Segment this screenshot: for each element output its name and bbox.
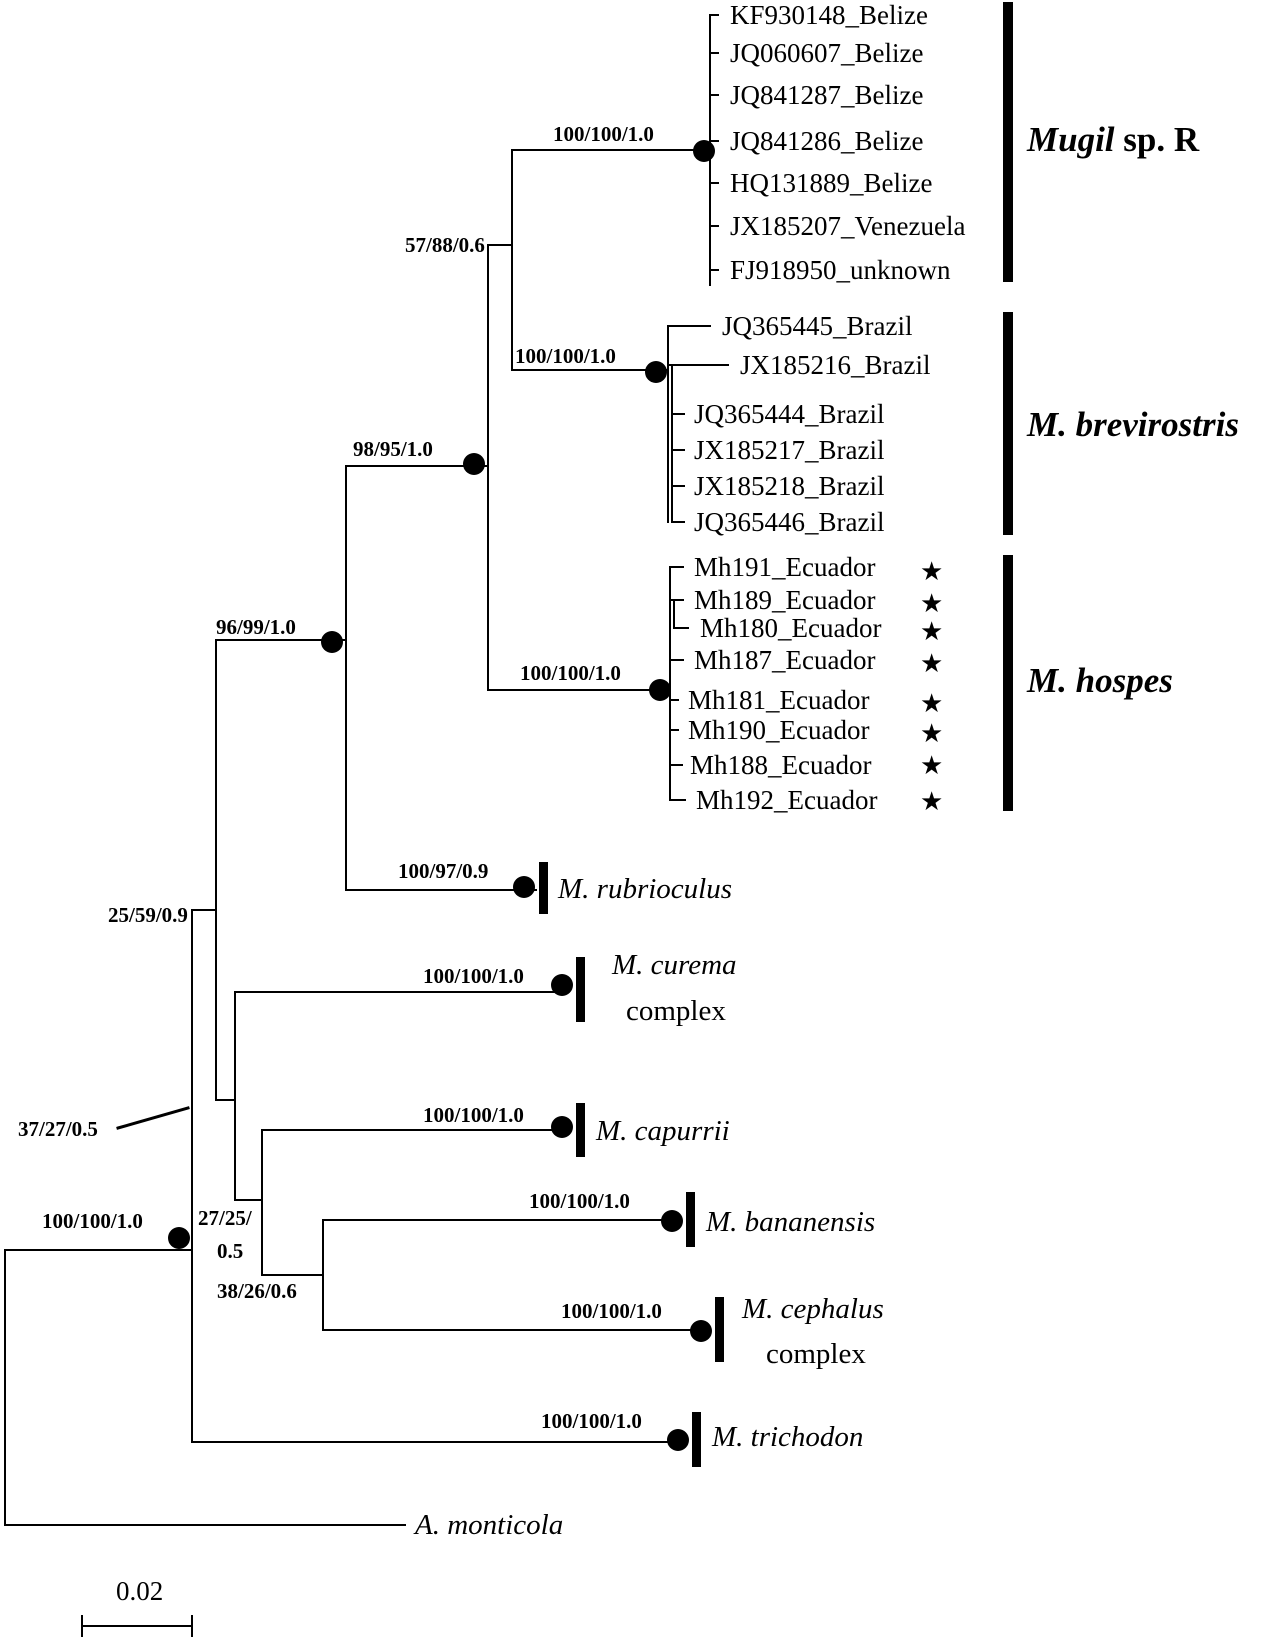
node-dots (168, 140, 715, 1451)
clade-bar-trichodon (692, 1412, 701, 1467)
support-label: 96/99/1.0 (216, 615, 296, 639)
tip-label: JX185217_Brazil (694, 435, 884, 465)
tip-label: JQ365444_Brazil (694, 399, 884, 429)
star-markers: ★ ★ ★ ★ ★ ★ ★ ★ (920, 557, 943, 817)
clade-label-curema-complex: complex (626, 995, 726, 1027)
support-label: 100/100/1.0 (423, 964, 524, 988)
support-label: 37/27/0.5 (18, 1117, 98, 1141)
clade-label-hospes: M. hospes (1026, 661, 1173, 700)
node-dot-rubrioculus (513, 876, 535, 898)
clade-label-sp-r: Mugil sp. R (1026, 120, 1200, 159)
tip-label: JX185207_Venezuela (730, 211, 965, 241)
support-label: 100/100/1.0 (553, 122, 654, 146)
clade-bar-rubrioculus (539, 862, 548, 914)
support-leader-line (116, 1106, 190, 1130)
support-label: 100/100/1.0 (423, 1103, 524, 1127)
clade-label-cephalus-complex: complex (766, 1338, 866, 1370)
tips-hospes: Mh191_Ecuador Mh189_Ecuador Mh180_Ecuado… (688, 552, 881, 815)
clade-bar-capurrii (576, 1103, 585, 1157)
support-label: 27/25/ (198, 1206, 253, 1230)
support-label: 98/95/1.0 (353, 437, 433, 461)
node-dot-with-rubrioculus (321, 631, 343, 653)
tree-branches (4, 14, 729, 1637)
tip-label: HQ131889_Belize (730, 168, 932, 198)
support-label: 100/100/1.0 (541, 1409, 642, 1433)
node-dot-curema (551, 974, 573, 996)
tips-sp-r: KF930148_Belize JQ060607_Belize JQ841287… (730, 0, 965, 285)
support-values: 100/100/1.0 57/88/0.6 100/100/1.0 98/95/… (18, 122, 662, 1433)
tip-label: Mh181_Ecuador (688, 685, 869, 715)
tip-label: JQ060607_Belize (730, 38, 923, 68)
star-icon: ★ (920, 787, 943, 817)
tip-label: Mh189_Ecuador (694, 585, 875, 615)
tip-label: JQ841287_Belize (730, 80, 923, 110)
tip-label: Mh191_Ecuador (694, 552, 875, 582)
node-dot-capurrii (551, 1116, 573, 1138)
tip-label: Mh180_Ecuador (700, 613, 881, 643)
clade-bars (539, 2, 1013, 1467)
clade-bar-curema (576, 957, 585, 1022)
scale-bar-label: 0.02 (116, 1576, 163, 1606)
support-label: 57/88/0.6 (405, 233, 485, 257)
clade-label-capurrii: M. capurrii (595, 1115, 730, 1147)
tip-label-outgroup: A. monticola (413, 1509, 563, 1541)
clade-bar-sp-r (1003, 2, 1013, 282)
tip-label: Mh192_Ecuador (696, 785, 877, 815)
clade-bar-hospes (1003, 555, 1013, 811)
node-dot-brevirostris (645, 361, 667, 383)
clade-bar-cephalus (715, 1297, 724, 1362)
clade-label-cephalus: M. cephalus (741, 1293, 884, 1325)
support-label: 100/97/0.9 (398, 859, 488, 883)
tip-label: JX185218_Brazil (694, 471, 884, 501)
support-label: 100/100/1.0 (561, 1299, 662, 1323)
star-icon: ★ (920, 719, 943, 749)
star-icon: ★ (920, 649, 943, 679)
node-dot-trichodon (667, 1429, 689, 1451)
tip-label: KF930148_Belize (730, 0, 928, 30)
tip-label: Mh188_Ecuador (690, 750, 871, 780)
star-icon: ★ (920, 689, 943, 719)
node-dot-sp-r (693, 140, 715, 162)
tip-label: Mh187_Ecuador (694, 645, 875, 675)
tip-label: JX185216_Brazil (740, 350, 930, 380)
support-label: 0.5 (217, 1239, 243, 1263)
node-dot-core (463, 453, 485, 475)
star-icon: ★ (920, 589, 943, 619)
support-label: 25/59/0.9 (108, 903, 188, 927)
tip-label: JQ365445_Brazil (722, 311, 912, 341)
support-label: 38/26/0.6 (217, 1279, 297, 1303)
node-dot-ingroup (168, 1227, 190, 1249)
star-icon: ★ (920, 557, 943, 587)
tip-label: JQ365446_Brazil (694, 507, 884, 537)
clade-label-bananensis: M. bananensis (705, 1206, 875, 1238)
star-icon: ★ (920, 751, 943, 781)
support-label: 100/100/1.0 (529, 1189, 630, 1213)
clade-label-trichodon: M. trichodon (711, 1421, 863, 1453)
node-dot-hospes (649, 679, 671, 701)
tip-label: FJ918950_unknown (730, 255, 951, 285)
node-dot-bananensis (661, 1210, 683, 1232)
star-icon: ★ (920, 617, 943, 647)
support-label: 100/100/1.0 (520, 661, 621, 685)
clade-bar-bananensis (686, 1192, 695, 1247)
node-dot-cephalus (690, 1320, 712, 1342)
clade-bar-brevirostris (1003, 312, 1013, 535)
tip-label: JQ841286_Belize (730, 126, 923, 156)
support-label: 100/100/1.0 (515, 344, 616, 368)
clade-label-rubrioculus: M. rubrioculus (557, 873, 732, 905)
support-label: 100/100/1.0 (42, 1209, 143, 1233)
tips-brevirostris: JQ365445_Brazil JX185216_Brazil JQ365444… (694, 311, 930, 537)
clade-labels: Mugil sp. R M. brevirostris M. hospes M.… (413, 120, 1239, 1541)
clade-label-brevirostris: M. brevirostris (1026, 405, 1239, 444)
tip-label: Mh190_Ecuador (688, 715, 869, 745)
clade-label-curema: M. curema (611, 949, 737, 981)
